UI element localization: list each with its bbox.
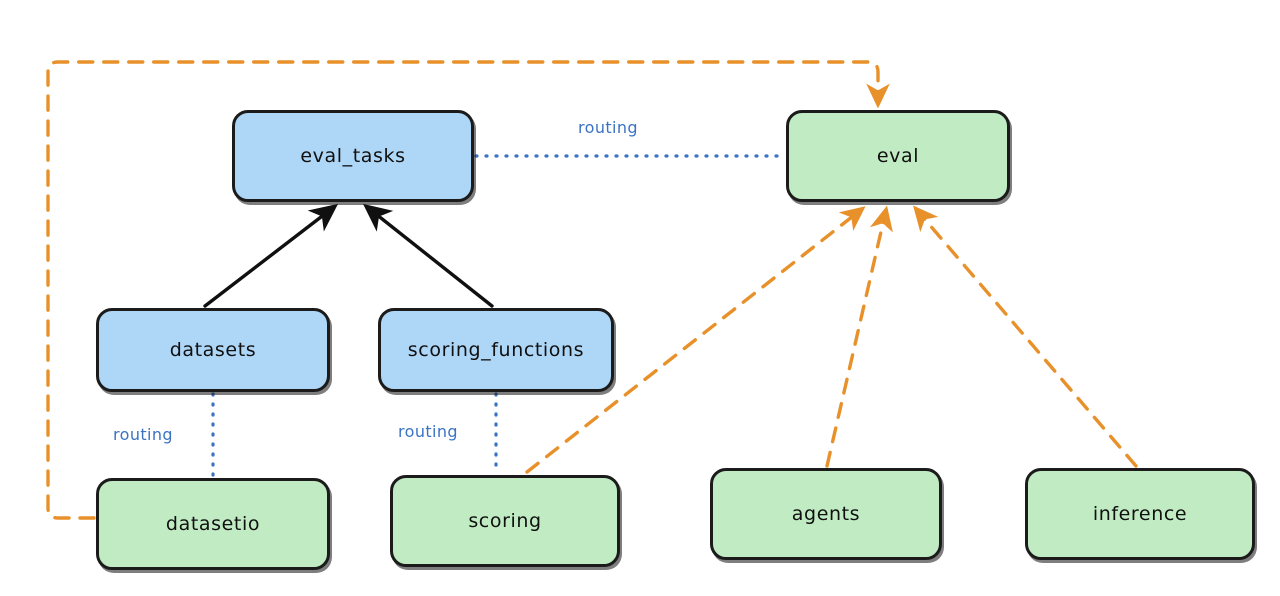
node-eval[interactable]: eval	[786, 110, 1010, 202]
node-inference[interactable]: inference	[1025, 468, 1255, 560]
edge-agents-to-eval	[825, 205, 893, 468]
node-scoring-functions[interactable]: scoring_functions	[378, 308, 614, 392]
edge-inference-to-eval	[913, 205, 1138, 468]
node-label-scoring-functions: scoring_functions	[407, 339, 585, 361]
node-scoring[interactable]: scoring	[390, 475, 620, 567]
edge-scoring-functions-to-eval-tasks	[363, 203, 494, 308]
node-datasetio[interactable]: datasetio	[96, 478, 330, 570]
node-label-agents: agents	[791, 503, 861, 525]
node-label-inference: inference	[1092, 503, 1188, 525]
edge-label-routing-eval-tasks: routing	[578, 118, 638, 137]
edge-label-routing-datasets: routing	[113, 425, 173, 444]
node-label-scoring: scoring	[468, 510, 542, 532]
node-eval-tasks[interactable]: eval_tasks	[232, 110, 474, 202]
node-datasets[interactable]: datasets	[96, 308, 330, 392]
edge-scoring-to-eval	[525, 206, 866, 474]
node-label-datasetio: datasetio	[165, 513, 261, 535]
node-label-eval: eval	[876, 145, 920, 167]
edge-datasets-to-eval-tasks	[203, 203, 339, 308]
edge-label-routing-scoring-functions: routing	[398, 422, 458, 441]
node-label-eval-tasks: eval_tasks	[300, 145, 406, 167]
node-label-datasets: datasets	[169, 339, 257, 361]
node-agents[interactable]: agents	[710, 468, 942, 560]
